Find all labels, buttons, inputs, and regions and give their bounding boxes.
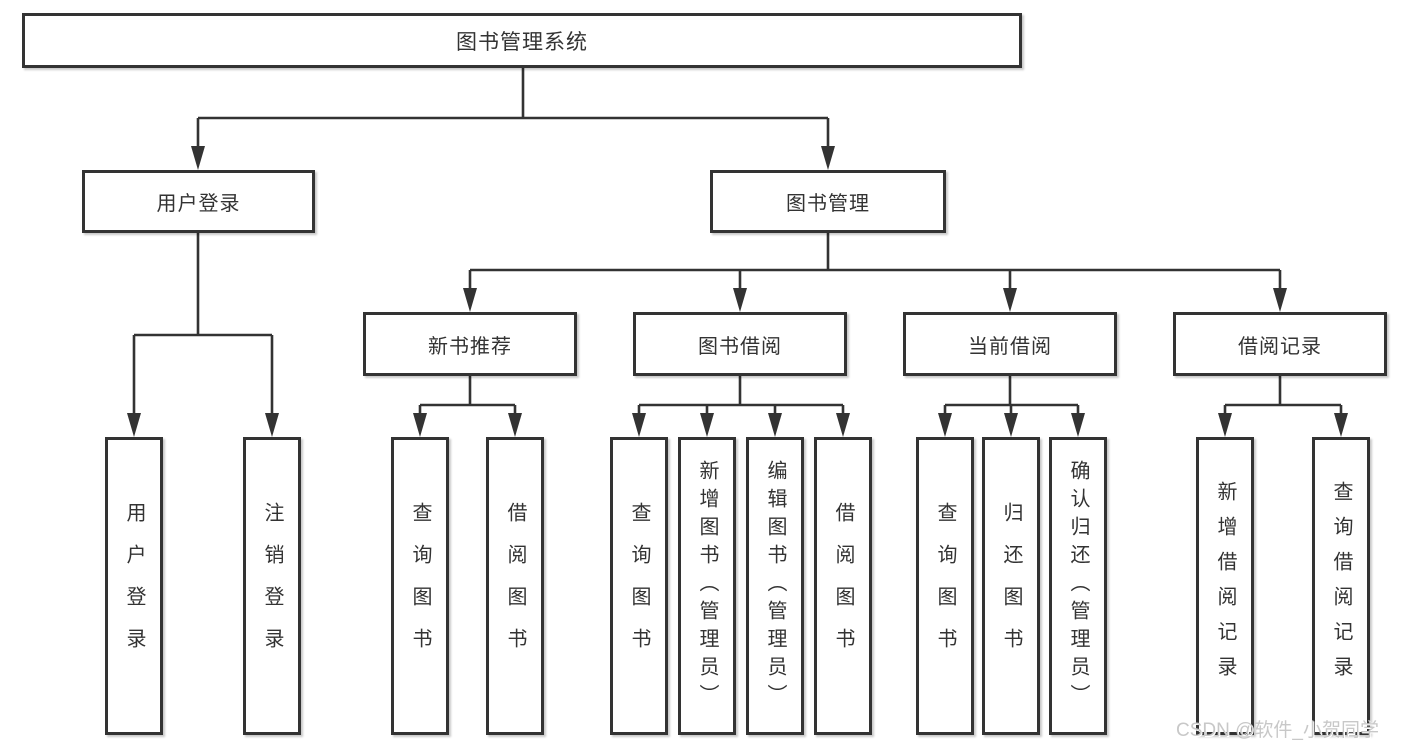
node-book-management-label: 图书管理 (786, 193, 870, 215)
node-user-login: 用户登录 (82, 170, 315, 233)
node-root-system: 图书管理系统 (22, 13, 1022, 68)
node-book-borrow: 图书借阅 (633, 312, 847, 376)
node-book-borrow-label: 图书借阅 (698, 335, 782, 358)
leaf-user-login-label: 用户登录 (123, 502, 145, 670)
leaf-return-book: 归还图书 (982, 437, 1040, 735)
node-current-borrow: 当前借阅 (903, 312, 1117, 376)
leaf-current-query-book: 查询图书 (916, 437, 974, 735)
leaf-borrow-book: 借阅图书 (814, 437, 872, 735)
leaf-confirm-return-admin: 确认归还（管理员） (1049, 437, 1107, 735)
node-new-book-recommend: 新书推荐 (363, 312, 577, 376)
leaf-confirm-return-admin-label: 确认归还（管理员） (1067, 460, 1089, 712)
leaf-add-book-admin-label: 新增图书（管理员） (696, 460, 718, 712)
node-borrow-record: 借阅记录 (1173, 312, 1387, 376)
node-new-book-recommend-label: 新书推荐 (428, 335, 512, 358)
leaf-logout-label: 注销登录 (261, 502, 283, 670)
leaf-edit-book-admin: 编辑图书（管理员） (746, 437, 804, 735)
leaf-current-query-book-label: 查询图书 (934, 502, 956, 670)
leaf-add-book-admin: 新增图书（管理员） (678, 437, 736, 735)
leaf-add-borrow-record-label: 新增借阅记录 (1214, 481, 1236, 691)
leaf-query-borrow-record: 查询借阅记录 (1312, 437, 1370, 735)
node-root-label: 图书管理系统 (456, 30, 588, 54)
node-user-login-label: 用户登录 (156, 193, 241, 215)
leaf-logout: 注销登录 (243, 437, 301, 735)
node-book-management: 图书管理 (710, 170, 946, 233)
leaf-return-book-label: 归还图书 (1000, 502, 1022, 670)
leaf-newbook-query-book: 查询图书 (391, 437, 449, 735)
node-current-borrow-label: 当前借阅 (968, 335, 1052, 358)
node-borrow-record-label: 借阅记录 (1238, 335, 1322, 358)
leaf-query-borrow-record-label: 查询借阅记录 (1330, 481, 1352, 691)
leaf-newbook-query-book-label: 查询图书 (409, 502, 431, 670)
leaf-borrow-query-book: 查询图书 (610, 437, 668, 735)
leaf-newbook-borrow-book: 借阅图书 (486, 437, 544, 735)
leaf-edit-book-admin-label: 编辑图书（管理员） (764, 460, 786, 712)
leaf-newbook-borrow-book-label: 借阅图书 (504, 502, 526, 670)
leaf-user-login: 用户登录 (105, 437, 163, 735)
leaf-borrow-book-label: 借阅图书 (832, 502, 854, 670)
leaf-borrow-query-book-label: 查询图书 (628, 502, 650, 670)
leaf-add-borrow-record: 新增借阅记录 (1196, 437, 1254, 735)
csdn-watermark: CSDN @软件_小贺同学 (1176, 720, 1379, 741)
